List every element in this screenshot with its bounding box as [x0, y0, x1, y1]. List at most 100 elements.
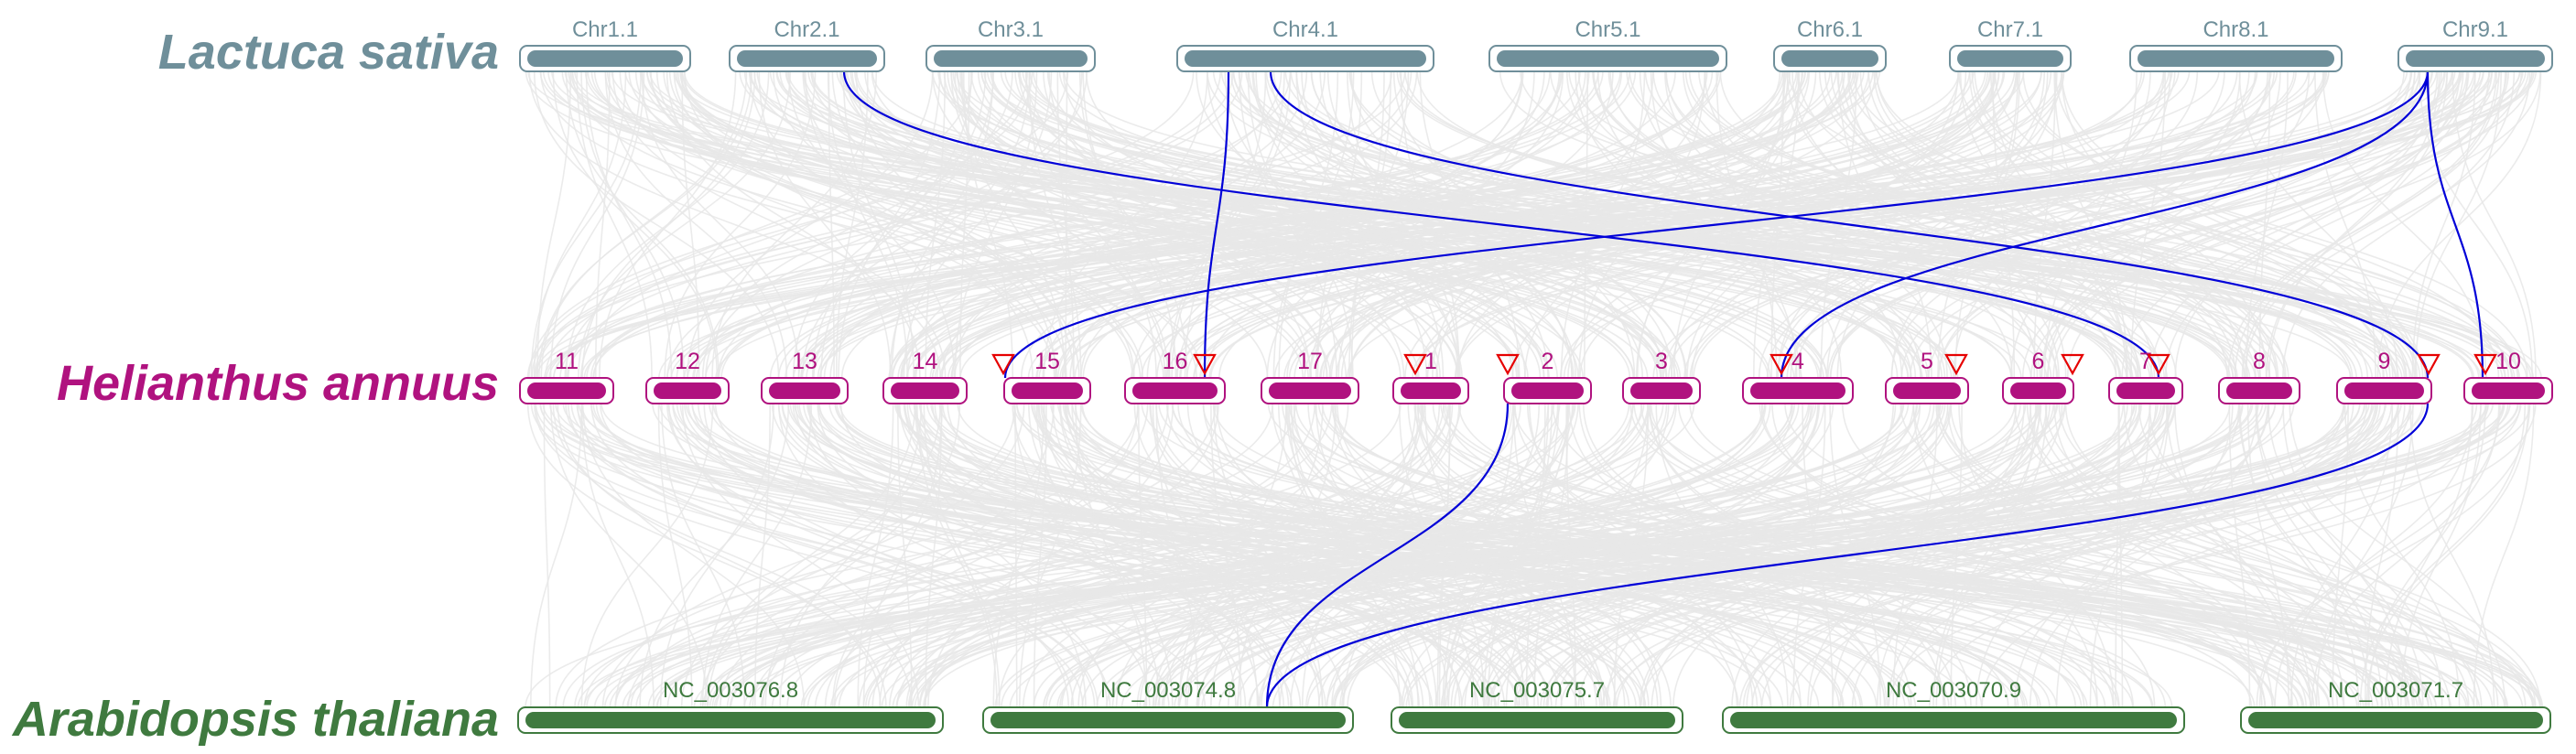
synteny-link: [1063, 70, 2532, 379]
synteny-link: [1165, 70, 1524, 379]
synteny-link: [545, 70, 1221, 379]
synteny-link: [701, 403, 813, 708]
chromosome-label: Chr8.1: [2203, 17, 2268, 42]
synteny-link: [1001, 403, 2165, 708]
synteny-link: [1946, 403, 2263, 708]
synteny-link: [693, 70, 1581, 379]
synteny-link: [1575, 70, 1801, 379]
synteny-link: [540, 70, 748, 379]
chromosome-bar: [990, 712, 1346, 728]
synteny-link: [580, 403, 655, 708]
chromosome-label: Chr5.1: [1575, 17, 1640, 42]
synteny-link: [1304, 70, 2019, 379]
synteny-link: [2234, 70, 2497, 379]
synteny-link: [1742, 403, 2354, 708]
synteny-link: [658, 70, 2310, 379]
chromosome-label: 16: [1163, 349, 1188, 374]
synteny-link: [1348, 70, 1392, 379]
synteny-link: [762, 403, 1169, 708]
synteny-link: [2148, 403, 2415, 708]
synteny-link: [1326, 403, 1820, 708]
synteny-link: [817, 70, 1855, 379]
chromosome-label: 13: [792, 349, 817, 374]
synteny-link: [1672, 403, 2048, 708]
synteny-link: [1953, 70, 2171, 379]
chromosome-1: 1: [1392, 349, 1469, 404]
synteny-link: [2241, 70, 2500, 379]
chromosome-Chr8.1: Chr8.1: [2129, 17, 2343, 72]
synteny-link: [1512, 403, 2267, 708]
chromosome-bar: [2138, 50, 2334, 67]
synteny-link: [1888, 403, 2537, 708]
synteny-link: [1212, 403, 2276, 708]
chromosome-9: 9: [2336, 349, 2432, 404]
synteny-link: [1043, 403, 2136, 708]
synteny-link: [831, 403, 1055, 708]
synteny-link: [1847, 70, 2067, 379]
synteny-link: [564, 70, 973, 379]
chromosome-bar: [1497, 50, 1719, 67]
synteny-link: [2016, 70, 2528, 379]
synteny-link: [555, 403, 1273, 708]
synteny-link: [1577, 403, 2051, 708]
chromosome-Chr5.1: Chr5.1: [1488, 17, 1727, 72]
chromosome-10: 10: [2463, 349, 2553, 404]
synteny-link: [2256, 403, 2424, 708]
synteny-link: [1328, 70, 1877, 379]
synteny-link: [962, 70, 1014, 379]
synteny-link: [711, 70, 878, 379]
synteny-link: [1062, 70, 2453, 379]
synteny-link: [1520, 70, 2506, 379]
synteny-link: [2282, 70, 2516, 379]
synteny-link: [1022, 403, 1521, 708]
chromosome-bar: [1012, 382, 1083, 399]
synteny-link: [1809, 403, 2270, 708]
synteny-link: [800, 403, 2016, 708]
chromosome-label: 8: [2253, 349, 2266, 374]
synteny-link: [634, 70, 1203, 379]
synteny-link: [1043, 403, 1260, 708]
synteny-link: [729, 403, 1910, 708]
synteny-link: [2064, 403, 2478, 708]
chromosome-bar: [527, 50, 683, 67]
synteny-link: [1578, 70, 1706, 379]
synteny-link: [998, 403, 1349, 708]
synteny-link: [614, 403, 1016, 708]
synteny-link: [1432, 403, 2098, 708]
chromosome-label: 7: [2139, 349, 2152, 374]
highlighted-synteny-links: [842, 70, 2484, 708]
synteny-link: [938, 70, 1662, 379]
synteny-link: [676, 403, 1784, 708]
synteny-link: [900, 70, 1551, 379]
synteny-link: [666, 403, 1576, 708]
gene-marker-triangle: [1193, 353, 1217, 376]
synteny-link: [807, 70, 2138, 379]
chromosome-Chr2.1: Chr2.1: [729, 17, 885, 72]
chromosome-bar: [737, 50, 877, 67]
chromosome-bar: [934, 50, 1088, 67]
synteny-link: [576, 70, 653, 379]
synteny-link: [748, 70, 2504, 379]
highlight-link-Chr4.1-to-9: [1269, 70, 2430, 379]
gene-marker-triangle: [2061, 353, 2084, 376]
chromosome-bar: [525, 712, 936, 728]
synteny-link: [1216, 403, 1523, 708]
synteny-link: [1912, 403, 2098, 708]
synteny-link: [1900, 70, 2416, 379]
synteny-link: [1272, 70, 1943, 379]
synteny-link: [1950, 403, 2414, 708]
synteny-link: [2322, 70, 2487, 379]
chromosome-bar: [1893, 382, 1961, 399]
synteny-link: [961, 70, 1328, 379]
synteny-link: [592, 70, 1630, 379]
synteny-link: [1786, 70, 2060, 379]
synteny-link: [1836, 70, 2058, 379]
synteny-link: [2130, 70, 2166, 379]
synteny-link: [639, 70, 2138, 379]
highlight-link-2-to-NC_003074.8: [1265, 403, 1510, 708]
chromosome-bar: [1399, 712, 1675, 728]
synteny-link: [1938, 70, 2412, 379]
synteny-link: [1416, 70, 2052, 379]
chromosome-NC_003071.7: NC_003071.7: [2240, 678, 2551, 734]
synteny-link: [2029, 403, 2273, 708]
